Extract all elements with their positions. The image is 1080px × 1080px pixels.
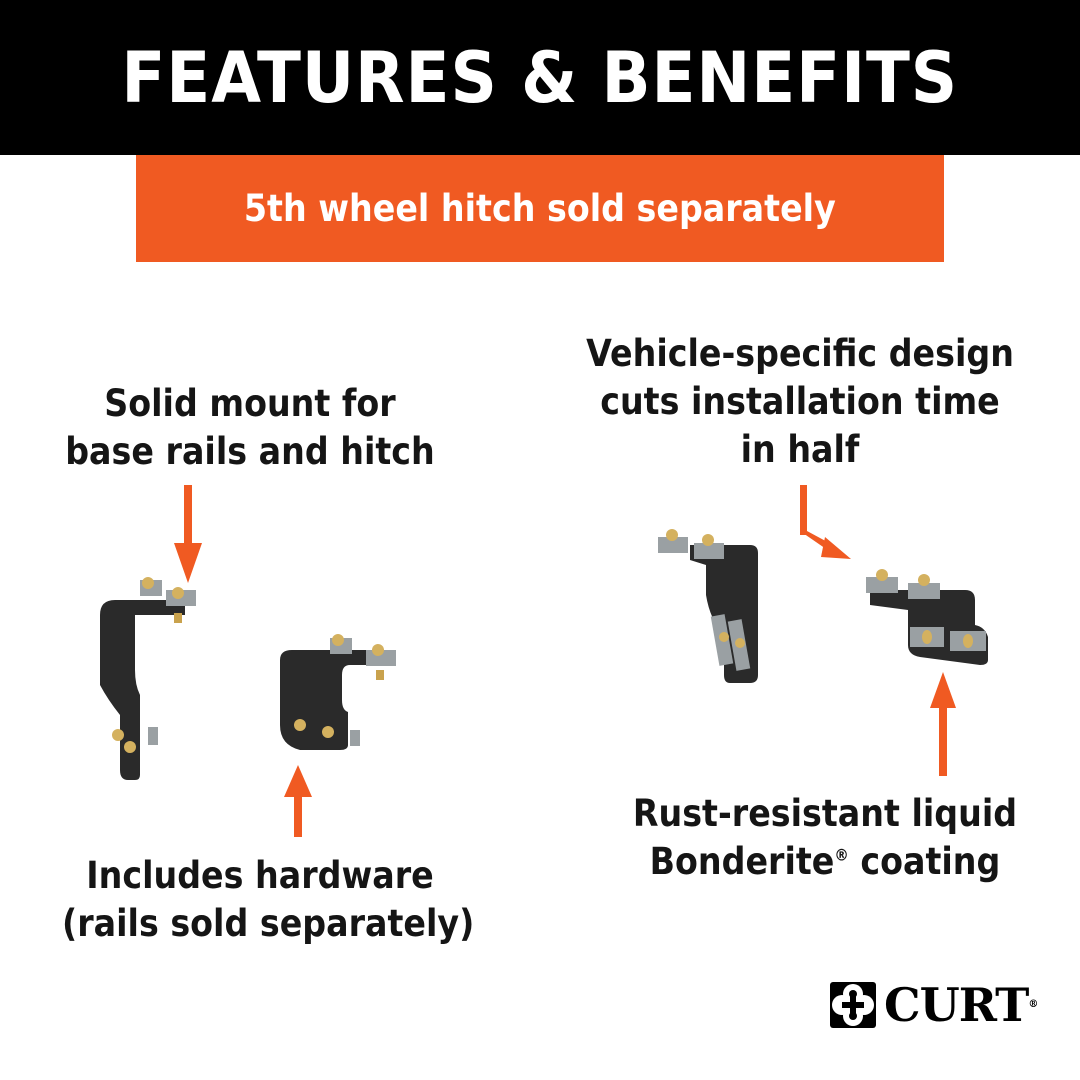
- callout-line: cuts installation time: [600, 380, 1000, 423]
- banner-text: 5th wheel hitch sold separately: [244, 187, 836, 230]
- registered-mark: ®: [1028, 999, 1038, 1010]
- callout-line: base rails and hitch: [65, 430, 435, 473]
- callout-text: Bonderite: [649, 840, 835, 883]
- callout-line: in half: [740, 428, 860, 471]
- bracket-image: [866, 569, 988, 665]
- bracket-image: [280, 634, 396, 750]
- callout-rust-resistant: Rust-resistant liquid Bonderite® coating: [614, 790, 1037, 886]
- callout-line: Bonderite® coating: [614, 838, 1037, 886]
- callout-vehicle-specific: Vehicle-specific design cuts installatio…: [584, 330, 1016, 474]
- callout-line: Includes hardware: [86, 854, 434, 897]
- registered-mark: ®: [834, 845, 849, 865]
- notice-banner: 5th wheel hitch sold separately: [136, 155, 944, 262]
- callout-line: Rust-resistant liquid: [632, 792, 1018, 835]
- bracket-image: [658, 529, 758, 683]
- callout-text: coating: [848, 840, 1001, 883]
- callout-line: Vehicle-specific design: [586, 332, 1014, 375]
- curt-logo: CURT®: [830, 982, 1038, 1028]
- callout-line: Solid mount for: [104, 382, 396, 425]
- arrow-up-icon: [930, 672, 956, 776]
- header-bar: FEATURES & BENEFITS: [0, 0, 1080, 155]
- arrow-down-icon: [174, 485, 202, 583]
- callout-solid-mount: Solid mount for base rails and hitch: [52, 380, 448, 476]
- arrow-elbow-down-right-icon: [800, 485, 851, 559]
- page-title: FEATURES & BENEFITS: [121, 36, 959, 119]
- callout-line: (rails sold separately): [62, 902, 475, 945]
- arrow-up-icon: [284, 765, 312, 837]
- callout-includes-hardware: Includes hardware (rails sold separately…: [62, 852, 475, 948]
- wordmark-text: CURT: [884, 978, 1029, 1032]
- curt-wordmark: CURT®: [884, 982, 1038, 1028]
- bracket-image: [100, 577, 196, 780]
- curt-logo-mark-icon: [830, 982, 876, 1028]
